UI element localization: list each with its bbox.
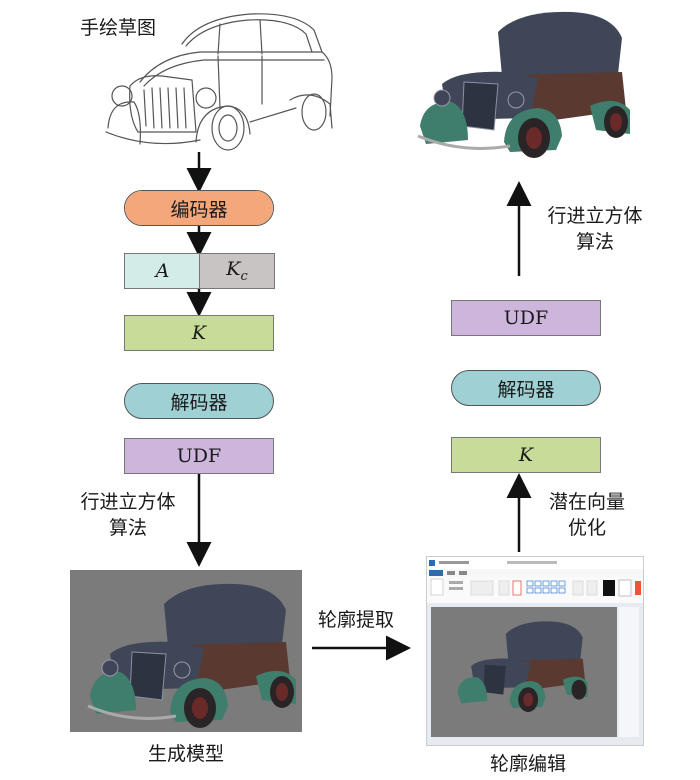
generated-car-render	[70, 570, 302, 732]
sketch-car-image	[105, 13, 333, 151]
latent-optimization-line1: 潜在向量	[548, 491, 625, 513]
udf-label-left: UDF	[176, 445, 222, 467]
latent-k-box-left: K	[124, 315, 274, 351]
latent-a-cell: A	[124, 253, 200, 289]
sketch-label: 手绘草图	[80, 17, 157, 39]
latent-kc-cell: Kc	[199, 253, 275, 289]
latent-optimization-label: 潜在向量 优化	[532, 490, 642, 541]
latent-kc-label: Kc	[226, 258, 247, 284]
latent-a-label: A	[155, 260, 170, 282]
udf-box-right: UDF	[451, 300, 601, 336]
udf-label-right: UDF	[503, 307, 549, 329]
udf-box-left: UDF	[124, 438, 274, 474]
encoder-label: 编码器	[170, 198, 228, 221]
decoder-box-left: 解码器	[124, 383, 274, 419]
contour-extract-label: 轮廓提取	[318, 609, 395, 631]
generated-model-label: 生成模型	[148, 743, 225, 765]
latent-optimization-line2: 优化	[567, 516, 606, 539]
decoder-label-left: 解码器	[170, 391, 228, 414]
marching-cubes-line1-right: 行进立方体	[547, 205, 643, 227]
marching-cubes-label-right: 行进立方体 算法	[530, 204, 660, 255]
generated-model-image	[70, 570, 302, 732]
latent-kc-sub: c	[240, 268, 248, 284]
contour-edit-screenshot	[426, 556, 644, 746]
contour-edit-label: 轮廓编辑	[490, 753, 567, 775]
decoder-label-right: 解码器	[497, 378, 555, 401]
marching-cubes-line2-right: 算法	[575, 230, 614, 253]
latent-k-label-right: K	[518, 444, 534, 466]
latent-kc-main: K	[226, 258, 241, 281]
marching-cubes-label-left: 行进立方体 算法	[66, 490, 190, 541]
paint-editor-thumbnail	[427, 557, 643, 745]
latent-k-box-right: K	[451, 437, 601, 473]
encoder-fill	[125, 191, 273, 225]
decoder-box-right: 解码器	[451, 370, 601, 406]
latent-k-label-left: K	[191, 322, 207, 344]
result-car-image	[417, 11, 630, 158]
encoder-box: 编码器	[124, 190, 274, 226]
marching-cubes-line2-left: 算法	[108, 516, 147, 539]
marching-cubes-line1-left: 行进立方体	[80, 491, 176, 513]
